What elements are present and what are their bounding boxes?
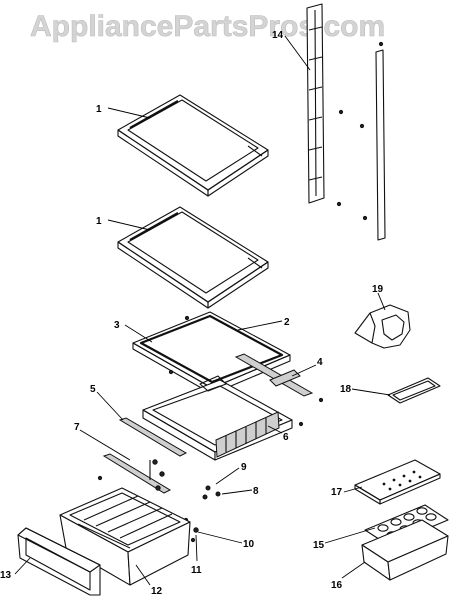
part-12-crisper-drawer	[59, 487, 191, 586]
part-5-rail	[118, 417, 188, 457]
callout-8: 8	[253, 486, 259, 497]
part-1-glass-shelf-upper	[117, 94, 269, 197]
callout-6: 6	[283, 432, 289, 443]
callout-13: 13	[0, 570, 12, 581]
part-7-rail	[102, 453, 172, 494]
watermark-text: AppliancePartsPros.com	[30, 10, 385, 43]
callout-17: 17	[331, 487, 343, 498]
callout-1-upper: 1	[96, 104, 102, 115]
callout-18: 18	[340, 384, 352, 395]
small-hardware	[97, 459, 221, 543]
callout-5: 5	[90, 384, 96, 395]
part-14-shelf-rails	[306, 3, 386, 241]
part-4-support-bar	[234, 353, 314, 397]
callout-1-lower: 1	[96, 216, 102, 227]
callout-4: 4	[317, 357, 323, 368]
callout-14: 14	[272, 30, 284, 41]
part-1-glass-shelf-lower	[117, 206, 269, 309]
part-19-bracket	[354, 304, 411, 349]
part-18-small-tray	[387, 377, 441, 404]
callout-2: 2	[284, 317, 290, 328]
callout-16: 16	[331, 580, 343, 591]
callout-9: 9	[241, 462, 247, 473]
callout-11: 11	[191, 565, 202, 576]
part-17-egg-lid	[354, 459, 441, 505]
callout-19: 19	[372, 284, 384, 295]
callout-3: 3	[114, 320, 120, 331]
part-6-crisper-frame	[142, 369, 324, 461]
leader-lines	[14, 35, 391, 586]
part-13-drawer-front	[17, 527, 101, 596]
callout-12: 12	[151, 586, 163, 597]
part-16-egg-bin	[361, 519, 449, 581]
callout-10: 10	[243, 539, 255, 550]
callout-15: 15	[313, 540, 325, 551]
callout-7: 7	[74, 422, 80, 433]
